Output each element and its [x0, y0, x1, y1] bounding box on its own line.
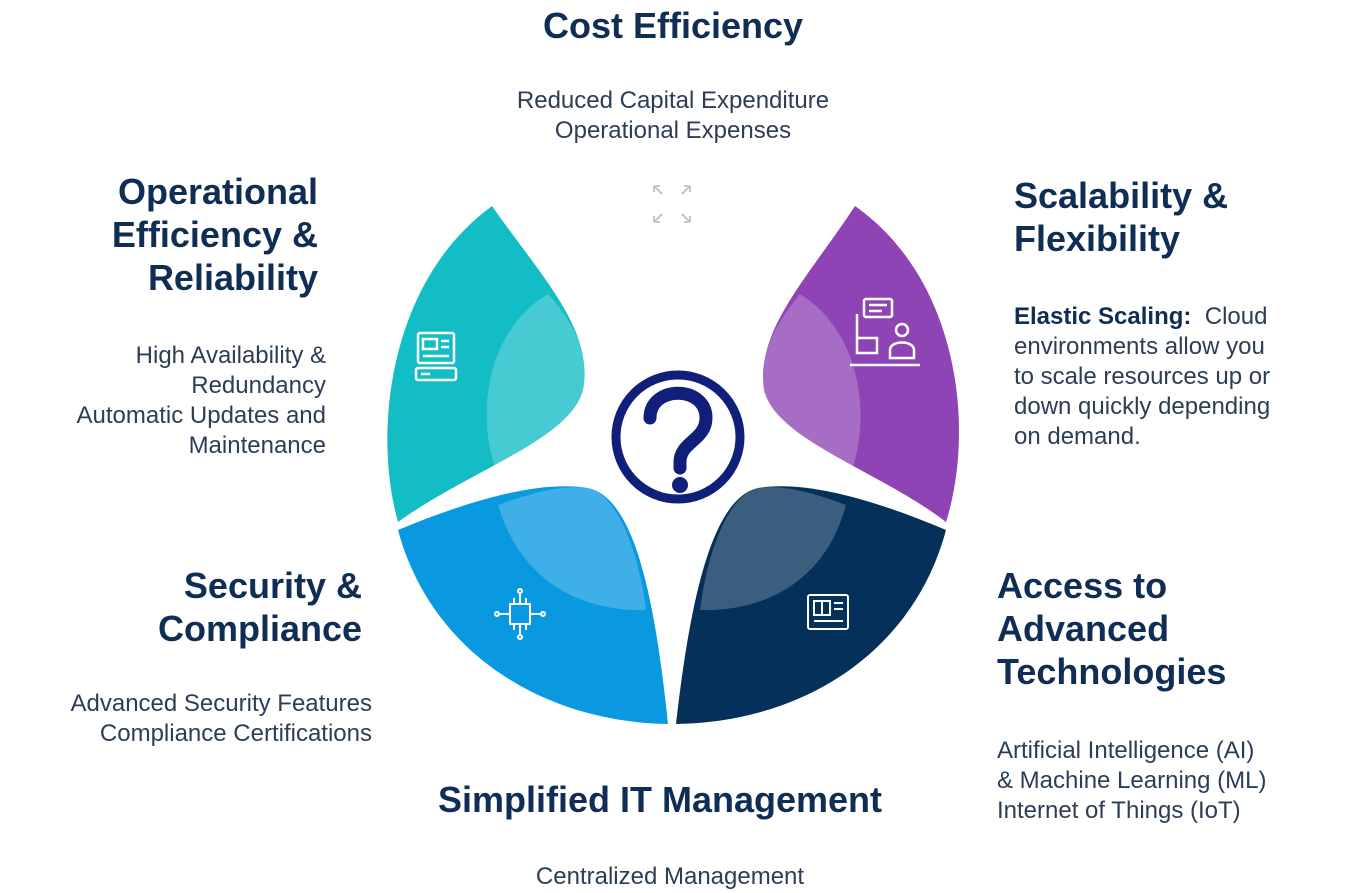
- segment-security: [398, 486, 668, 724]
- access-title-line-2: Advanced: [997, 608, 1170, 649]
- title-scalability: Scalability & Flexibility: [1014, 174, 1314, 260]
- security-line-1: Advanced Security Features: [70, 690, 373, 717]
- segment-operational: [387, 206, 585, 522]
- blueprint-icon: [807, 594, 849, 630]
- scalability-title-line-1: Scalability &: [1014, 175, 1229, 216]
- access-line-1: Artificial Intelligence (AI): [997, 737, 1255, 764]
- access-line-3: Internet of Things (IoT): [997, 797, 1241, 824]
- operational-line-1: High Availability &: [135, 342, 326, 369]
- monitor-dashboard-icon: [414, 331, 458, 382]
- scalability-title-line-2: Flexibility: [1014, 218, 1181, 259]
- scalability-line-4: down quickly depending: [1014, 393, 1271, 420]
- segment-access-highlight: [700, 487, 846, 611]
- operational-title-line-1: Operational: [117, 171, 318, 212]
- segment-scalability-highlight: [762, 294, 861, 470]
- operational-line-2: Redundancy: [191, 372, 326, 399]
- security-line-2: Compliance Certifications: [99, 720, 372, 747]
- desc-operational-efficiency: High Availability & Redundancy Automatic…: [10, 341, 326, 461]
- elastic-scaling-label: Elastic Scaling:: [1014, 303, 1192, 330]
- simplified-line-1: Centralized Management: [535, 863, 805, 890]
- scalability-line-2: environments allow you: [1014, 333, 1265, 360]
- segment-access: [676, 486, 946, 724]
- desc-scalability: Elastic Scaling: Cloud environments allo…: [1014, 302, 1344, 452]
- desc-simplified-it-management: Centralized Management: [420, 862, 920, 892]
- title-operational-efficiency: Operational Efficiency & Reliability: [40, 170, 318, 299]
- circuit-chip-icon: [494, 588, 546, 640]
- desc-access-technologies: Artificial Intelligence (AI) & Machine L…: [997, 736, 1342, 826]
- cost-line-1: Reduced Capital Expenditure: [516, 87, 830, 114]
- title-cost-efficiency: Cost Efficiency: [542, 5, 804, 46]
- scalability-line-5: on demand.: [1014, 423, 1141, 450]
- question-mark-icon: [611, 370, 745, 504]
- segment-operational-highlight: [486, 294, 586, 470]
- expand-arrows-icon: [653, 185, 691, 223]
- operational-line-4: Maintenance: [188, 432, 326, 459]
- security-title-line-2: Compliance: [157, 608, 362, 649]
- operational-title-line-2: Efficiency &: [111, 214, 318, 255]
- access-title-line-3: Technologies: [997, 651, 1227, 692]
- segment-security-highlight: [498, 487, 646, 611]
- access-line-2: & Machine Learning (ML): [997, 767, 1267, 794]
- desc-cost-efficiency: Reduced Capital Expenditure Operational …: [420, 86, 926, 146]
- scalability-line-1: Elastic Scaling: Cloud: [1014, 302, 1344, 332]
- operational-line-3: Automatic Updates and: [76, 402, 326, 429]
- operational-title-line-3: Reliability: [147, 257, 318, 298]
- security-title-line-1: Security &: [183, 565, 362, 606]
- title-access-technologies: Access to Advanced Technologies: [997, 564, 1297, 693]
- title-simplified-it-management: Simplified IT Management: [437, 779, 883, 820]
- title-security-compliance: Security & Compliance: [100, 564, 362, 650]
- video-call-icon: [850, 297, 920, 367]
- scalability-line-3: to scale resources up or: [1014, 363, 1271, 390]
- desc-security-compliance: Advanced Security Features Compliance Ce…: [2, 689, 373, 749]
- scalability-line-1-text: Cloud: [1204, 303, 1268, 330]
- cost-line-2: Operational Expenses: [554, 117, 792, 144]
- access-title-line-1: Access to: [997, 565, 1168, 606]
